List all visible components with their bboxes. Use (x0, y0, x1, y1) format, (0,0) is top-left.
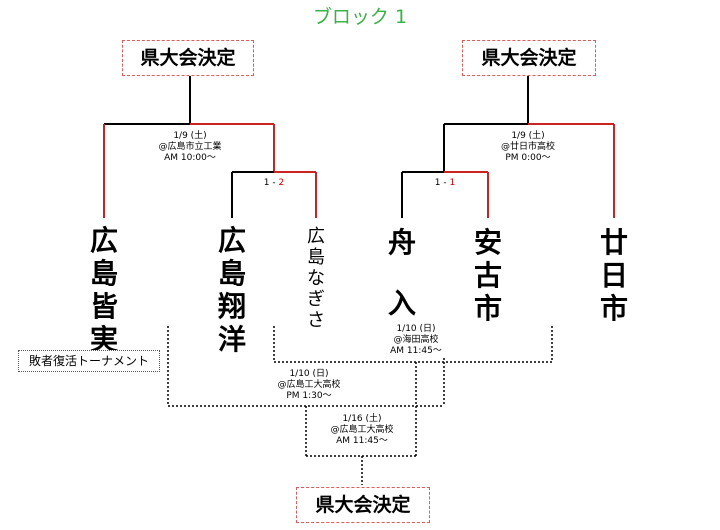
left-final-info: 1/9 (土) @広島市立工業 AM 10:00〜 (140, 131, 240, 164)
rev-final-date: 1/16 (土) (342, 414, 382, 424)
rev-final-venue: @広島工大高校 (330, 425, 394, 435)
team-funairi: 舟 入 (387, 226, 416, 320)
rev-match2-date: 1/10 (日) (289, 369, 329, 379)
right-final-info: 1/9 (土) @廿日市高校 PM 0:00〜 (478, 131, 578, 164)
right-semi-score: 1 - 1 (425, 178, 465, 188)
rev-match1-venue: @海田高校 (393, 335, 439, 345)
right-final-venue: @廿日市高校 (500, 142, 555, 152)
block-title: ブロック 1 (312, 6, 408, 28)
left-semi-score-a: 1 - (263, 178, 276, 188)
rev-match2-venue: @広島工大高校 (277, 380, 341, 390)
rev-match1-date: 1/10 (日) (396, 324, 436, 334)
rev-final-time: AM 11:45〜 (336, 436, 388, 446)
left-final-date: 1/9 (土) (173, 131, 207, 141)
team-hiroshima-shoyo: 広 島 翔 洋 (217, 224, 246, 356)
right-semi-score-a: 1 - (434, 178, 447, 188)
team-hiroshima-minami: 広 島 皆 実 (89, 224, 118, 356)
team-hatsukaichi: 廿 日 市 (599, 226, 628, 325)
left-semi-score: 1 - 2 (254, 178, 294, 188)
rev-match1-time: AM 11:45〜 (390, 346, 442, 356)
revival-final-box: 県大会決定 (296, 487, 430, 523)
rev-final-info: 1/16 (土) @広島工大高校 AM 11:45〜 (310, 414, 414, 447)
left-semi-score-b: 2 (278, 178, 285, 188)
rev-match2-info: 1/10 (日) @広島工大高校 PM 1:30〜 (254, 369, 364, 402)
left-final-time: AM 10:00〜 (164, 153, 216, 163)
right-final-date: 1/9 (土) (511, 131, 545, 141)
rev-match1-info: 1/10 (日) @海田高校 AM 11:45〜 (372, 324, 460, 357)
left-final-box: 県大会決定 (122, 40, 254, 76)
left-final-venue: @広島市立工業 (158, 142, 222, 152)
right-final-box: 県大会決定 (462, 40, 596, 76)
team-akiichi: 安 古 市 (473, 226, 502, 325)
team-hiroshima-nagisa: 広 島 な ぎ さ (307, 226, 325, 331)
right-semi-score-b: 1 (449, 178, 456, 188)
rev-match2-time: PM 1:30〜 (286, 391, 332, 401)
right-final-time: PM 0:00〜 (505, 153, 551, 163)
revival-tournament-label: 敗者復活トーナメント (18, 350, 160, 372)
